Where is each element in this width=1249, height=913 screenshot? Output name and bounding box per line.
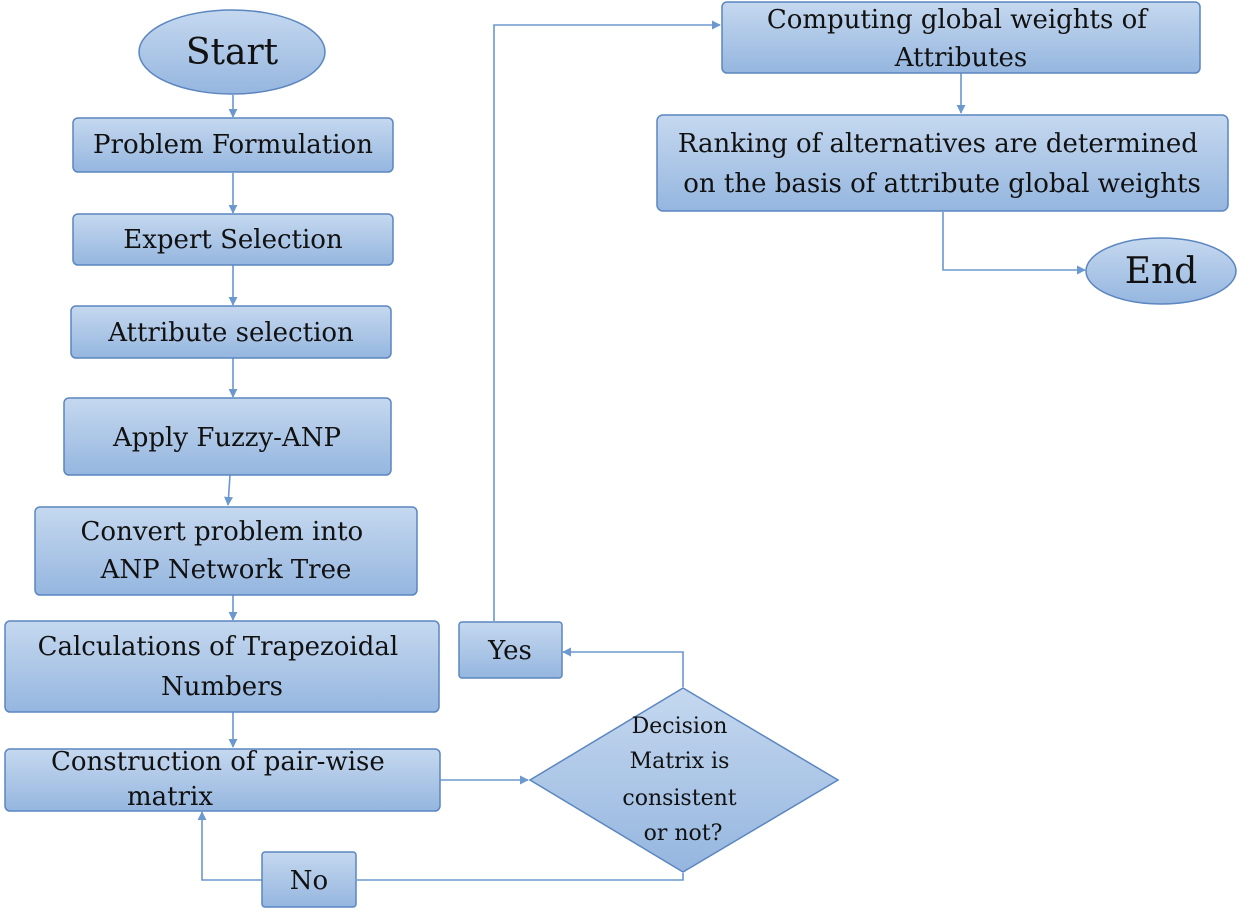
decision-node: Decision Matrix is consistent or not? — [528, 687, 840, 873]
svg-text:Ranking of alternatives are de: Ranking of alternatives are determined o… — [678, 129, 1206, 199]
start-node: Start — [138, 9, 326, 95]
decision-line-3: consistent — [622, 786, 736, 811]
computing-weights-line-1: Computing global weights of — [767, 5, 1149, 35]
edge-yes-to-computing — [493, 20, 721, 621]
construction-line-1: Construction of pair-wise — [51, 747, 385, 777]
edge-no-to-construction — [197, 811, 262, 881]
ranking-node: Ranking of alternatives are determined o… — [656, 114, 1229, 212]
problem-formulation-label: Problem Formulation — [93, 130, 373, 160]
no-label: No — [290, 866, 328, 896]
ranking-line-1: Ranking of alternatives are determined — [678, 129, 1198, 159]
computing-weights-line-2: Attributes — [894, 43, 1028, 73]
end-node: End — [1085, 237, 1237, 305]
no-node: No — [261, 851, 357, 908]
edges — [197, 20, 1086, 881]
svg-text:Calculations of Trapezoidal: Calculations of Trapezoidal Numbers — [38, 632, 407, 702]
edge-decision-to-no — [357, 873, 684, 881]
construction-node: Construction of pair-wise matrix — [4, 747, 441, 812]
ranking-line-2: on the basis of attribute global weights — [683, 169, 1201, 199]
convert-problem-line-1: Convert problem into — [81, 517, 364, 547]
svg-text:Computing global weights of: Computing global weights of Attributes — [767, 5, 1155, 73]
edge-ranking-to-end — [942, 212, 1086, 275]
apply-fuzzy-anp-label: Apply Fuzzy-ANP — [112, 423, 341, 453]
start-label: Start — [186, 32, 279, 73]
calculations-line-1: Calculations of Trapezoidal — [38, 632, 399, 662]
computing-weights-node: Computing global weights of Attributes — [721, 1, 1201, 74]
decision-line-1: Decision — [632, 714, 728, 739]
decision-line-2: Matrix is — [630, 749, 730, 774]
expert-selection-node: Expert Selection — [72, 213, 394, 266]
end-label: End — [1125, 251, 1198, 292]
convert-problem-node: Convert problem into ANP Network Tree — [34, 506, 418, 596]
svg-text:Convert problem into ANP: Convert problem into ANP Network Tree — [81, 517, 372, 585]
yes-label: Yes — [487, 636, 532, 666]
calculations-line-2: Numbers — [161, 672, 283, 702]
edge-apply-to-convert — [224, 474, 234, 506]
apply-fuzzy-anp-node: Apply Fuzzy-ANP — [63, 397, 392, 476]
calculations-node: Calculations of Trapezoidal Numbers — [4, 620, 440, 713]
yes-node: Yes — [458, 621, 563, 679]
svg-text:Decision Matrix is: Decision Matrix is consistent or not? — [622, 714, 743, 846]
problem-formulation-node: Problem Formulation — [72, 117, 394, 173]
edge-decision-to-yes — [562, 647, 684, 687]
convert-problem-line-2: ANP Network Tree — [100, 555, 352, 585]
attribute-selection-label: Attribute selection — [107, 318, 354, 348]
expert-selection-label: Expert Selection — [123, 225, 343, 255]
construction-line-2: matrix — [127, 782, 213, 812]
attribute-selection-node: Attribute selection — [70, 305, 392, 359]
svg-text:Construction of pair-wise: Construction of pair-wise matrix — [51, 747, 393, 812]
decision-line-4: or not? — [644, 821, 723, 846]
